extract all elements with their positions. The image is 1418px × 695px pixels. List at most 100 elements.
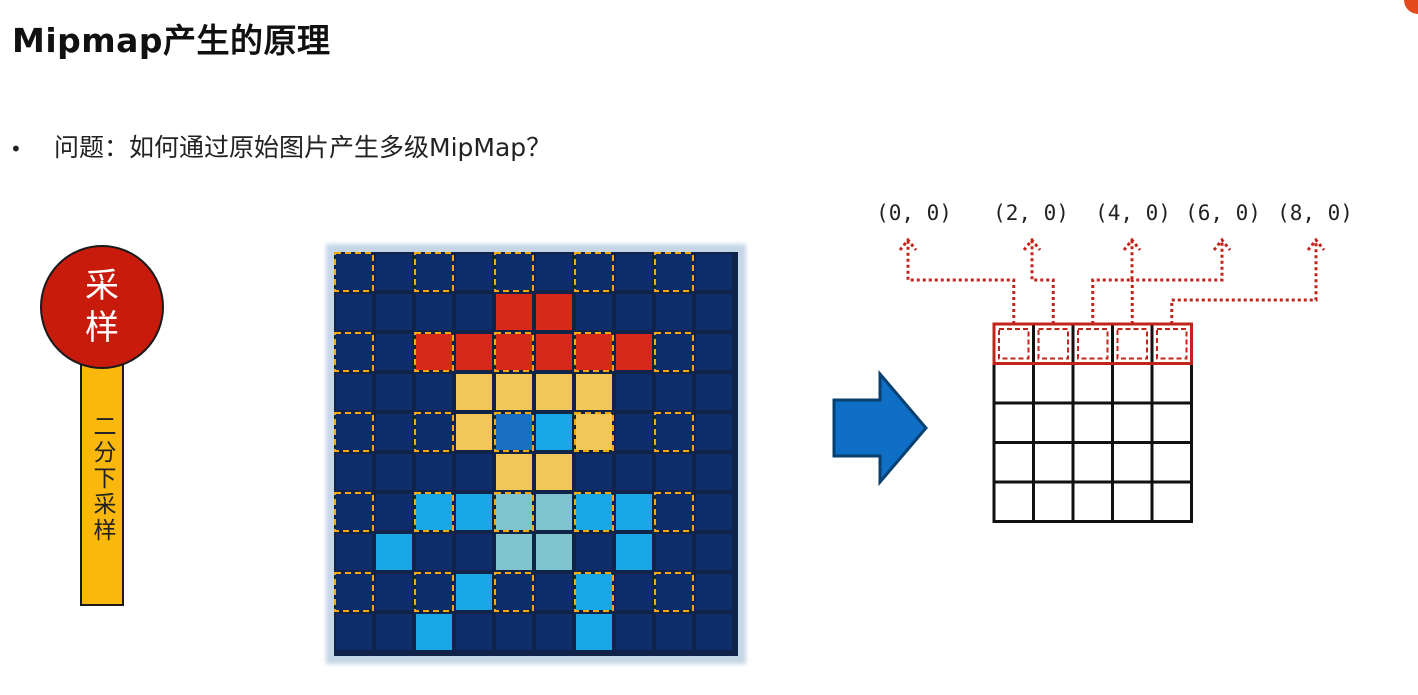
pixel-cell — [336, 414, 372, 450]
pixel-cell — [336, 534, 372, 570]
pixel-cell — [616, 494, 652, 530]
mipmap-level-grid: (0, 0)(2, 0)(4, 0)(6, 0)(8, 0) — [880, 201, 1353, 523]
pixel-cell — [376, 454, 412, 490]
pixel-cell — [656, 574, 692, 610]
sampled-pixel-outline — [334, 572, 374, 612]
pixel-cell — [376, 414, 412, 450]
pixel-cell — [536, 294, 572, 330]
pixel-cell — [376, 534, 412, 570]
mip-cell — [992, 480, 1035, 523]
mip-cell — [1032, 441, 1075, 484]
sampled-pixel-outline — [334, 492, 374, 532]
sampled-pixel-outline — [654, 412, 694, 452]
pixel-cell — [576, 454, 612, 490]
pixel-cell — [336, 334, 372, 370]
sampled-pixel-outline — [574, 572, 614, 612]
downsampling-bar: 二分下采样 — [80, 360, 124, 606]
pixel-cell — [616, 574, 652, 610]
original-pixel-grid — [326, 244, 746, 664]
pixel-cell — [616, 294, 652, 330]
downsampling-label: 二分下采样 — [89, 414, 115, 544]
mapping-arrow-head — [1122, 237, 1142, 251]
pixel-cell — [376, 334, 412, 370]
pixel-cell — [456, 374, 492, 410]
mapping-arrow-line — [1030, 240, 1055, 324]
pixel-cell — [536, 334, 572, 370]
mapping-arrow-head — [1306, 237, 1326, 251]
sampled-pixel-outline — [414, 412, 454, 452]
pixel-cell — [456, 414, 492, 450]
mip-cell — [1150, 480, 1193, 523]
mip-cell — [1111, 401, 1154, 444]
mip-cell — [1150, 362, 1193, 405]
pixel-cell — [696, 294, 732, 330]
mip-cell — [992, 441, 1035, 484]
pixel-cell — [496, 414, 532, 450]
pixel-cell — [576, 614, 612, 650]
sampled-pixel-outline — [654, 572, 694, 612]
mip-cell — [1150, 441, 1193, 484]
mip-cell — [992, 362, 1035, 405]
sampled-pixel-outline — [574, 252, 614, 292]
pixel-cell — [456, 294, 492, 330]
pixel-cell — [536, 494, 572, 530]
sampling-label-char-1: 采 — [85, 266, 119, 306]
mip-cell — [1032, 362, 1075, 405]
mapping-arrow-line — [1091, 240, 1134, 324]
pixel-cell — [576, 494, 612, 530]
sampled-pixel-outline — [494, 332, 534, 372]
pixel-cell — [456, 534, 492, 570]
pixel-cell — [576, 294, 612, 330]
pixel-cell — [416, 294, 452, 330]
pixel-cell — [416, 414, 452, 450]
mip-cell — [1032, 401, 1075, 444]
pixel-cell — [576, 414, 612, 450]
pixel-cell — [336, 614, 372, 650]
sampled-pixel-outline — [414, 252, 454, 292]
pixel-cell — [456, 334, 492, 370]
pixel-cell — [416, 334, 452, 370]
pixel-cell — [696, 574, 732, 610]
sampled-pixel-outline — [334, 252, 374, 292]
pixel-cell — [376, 574, 412, 610]
pixel-cell — [656, 534, 692, 570]
pixel-cell — [656, 614, 692, 650]
pixel-cell — [656, 414, 692, 450]
pixel-cell — [656, 374, 692, 410]
sampling-label-char-2: 样 — [85, 308, 119, 348]
coordinate-label: (6, 0) — [1185, 201, 1261, 225]
coordinate-label: (2, 0) — [993, 201, 1069, 225]
coordinate-label: (4, 0) — [1095, 201, 1171, 225]
mip-cell — [1150, 322, 1193, 365]
pixel-cell — [376, 494, 412, 530]
mapping-arrow-line — [1130, 240, 1224, 324]
pixel-cell — [656, 454, 692, 490]
corner-decoration — [1404, 0, 1418, 14]
pixel-cell — [536, 614, 572, 650]
pixel-cell — [496, 534, 532, 570]
pixel-cell — [416, 254, 452, 290]
sampled-pixel-outline — [654, 492, 694, 532]
sampled-pixel-outline — [414, 492, 454, 532]
pixel-cell — [336, 454, 372, 490]
pixel-cell — [616, 374, 652, 410]
mapping-arrow-head — [1022, 237, 1042, 251]
pixel-cell — [336, 494, 372, 530]
mip-cell — [1150, 401, 1193, 444]
pixel-cell — [656, 334, 692, 370]
pixel-cell — [496, 254, 532, 290]
pixel-cell — [576, 374, 612, 410]
pixel-cell — [616, 414, 652, 450]
pixel-cell — [416, 614, 452, 650]
pixel-cell — [376, 374, 412, 410]
pixel-cell — [496, 574, 532, 610]
pixel-cell — [496, 294, 532, 330]
pixel-cell — [496, 614, 532, 650]
mip-cell — [1071, 362, 1114, 405]
sampled-pixel-outline — [494, 252, 534, 292]
pixel-cell — [536, 454, 572, 490]
sampled-pixel-outline — [334, 332, 374, 372]
pixel-cell — [576, 254, 612, 290]
right-arrow-icon — [832, 370, 928, 487]
pixel-cell — [376, 254, 412, 290]
